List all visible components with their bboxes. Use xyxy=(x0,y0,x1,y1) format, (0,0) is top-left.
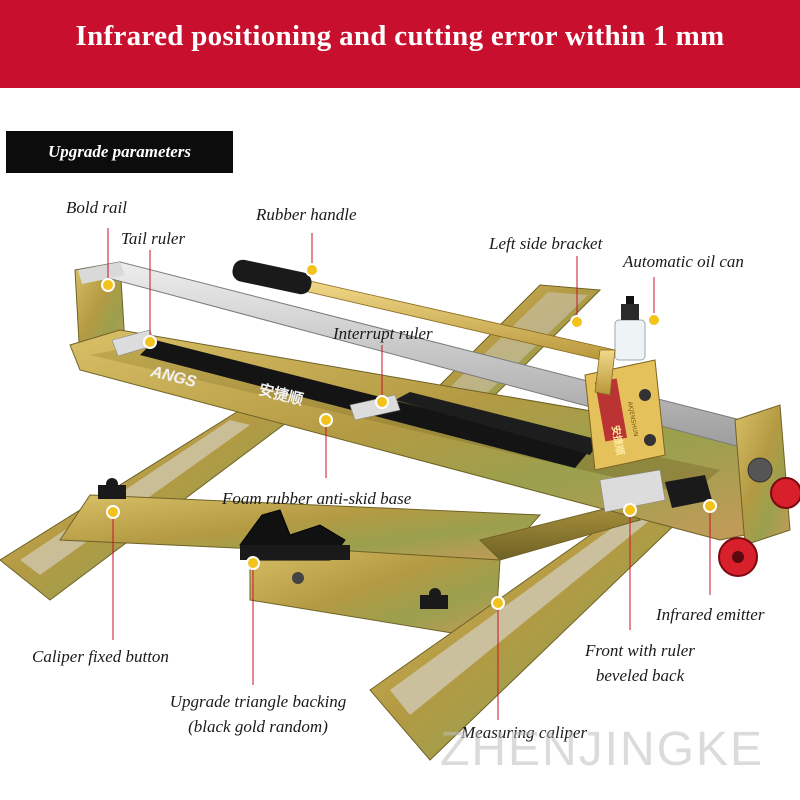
label-caliper-fixed-button: Caliper fixed button xyxy=(32,647,169,666)
dot-interrupt-ruler xyxy=(375,395,389,409)
label-foam-base: Foam rubber anti-skid base xyxy=(222,489,412,508)
label-triangle-backing-2: (black gold random) xyxy=(188,717,328,736)
dot-tail-ruler xyxy=(143,335,157,349)
caliper-buttons xyxy=(98,478,448,609)
dot-triangle-backing xyxy=(246,556,260,570)
label-front-ruler-1: Front with ruler xyxy=(585,641,695,660)
watermark: ZHENJINGKE xyxy=(440,723,765,776)
triangle-backing xyxy=(239,509,350,584)
label-measuring-caliper: Measuring caliper xyxy=(461,723,588,742)
dot-oil-can xyxy=(647,313,661,327)
label-triangle-backing-1: Upgrade triangle backing xyxy=(169,692,347,711)
label-rubber-handle: Rubber handle xyxy=(256,205,357,224)
handle-lever xyxy=(232,259,616,396)
oil-can xyxy=(614,296,646,361)
label-interrupt-ruler: Interrupt ruler xyxy=(333,324,433,343)
callout-dots xyxy=(101,263,717,610)
dot-infrared-emitter xyxy=(703,499,717,513)
dot-rubber-handle xyxy=(305,263,319,277)
label-left-side-bracket: Left side bracket xyxy=(489,234,603,253)
dot-left-side-bracket xyxy=(570,315,584,329)
dot-caliper-button xyxy=(106,505,120,519)
label-automatic-oil-can: Automatic oil can xyxy=(623,252,744,271)
measuring-caliper-bar xyxy=(369,499,692,761)
front-caliper-frame xyxy=(59,494,542,641)
label-bold-rail: Bold rail xyxy=(66,198,127,217)
red-wheels xyxy=(718,477,800,577)
dot-front-ruler xyxy=(623,503,637,517)
front-ruler xyxy=(599,469,666,513)
dot-measuring-caliper xyxy=(491,596,505,610)
header-banner: Infrared positioning and cutting error w… xyxy=(0,0,800,88)
dot-bold-rail xyxy=(101,278,115,292)
label-infrared-emitter: Infrared emitter xyxy=(656,605,765,624)
right-side-bracket xyxy=(734,404,791,546)
leader-lines xyxy=(107,228,711,720)
section-badge: Upgrade parameters xyxy=(6,131,233,173)
label-tail-ruler: Tail ruler xyxy=(121,229,186,248)
dot-foam-base xyxy=(319,413,333,427)
infrared-emitter-block xyxy=(665,475,712,508)
section-label: Upgrade parameters xyxy=(47,142,192,161)
banner-title: Infrared positioning and cutting error w… xyxy=(75,20,725,52)
label-front-ruler-2: beveled back xyxy=(595,666,685,685)
